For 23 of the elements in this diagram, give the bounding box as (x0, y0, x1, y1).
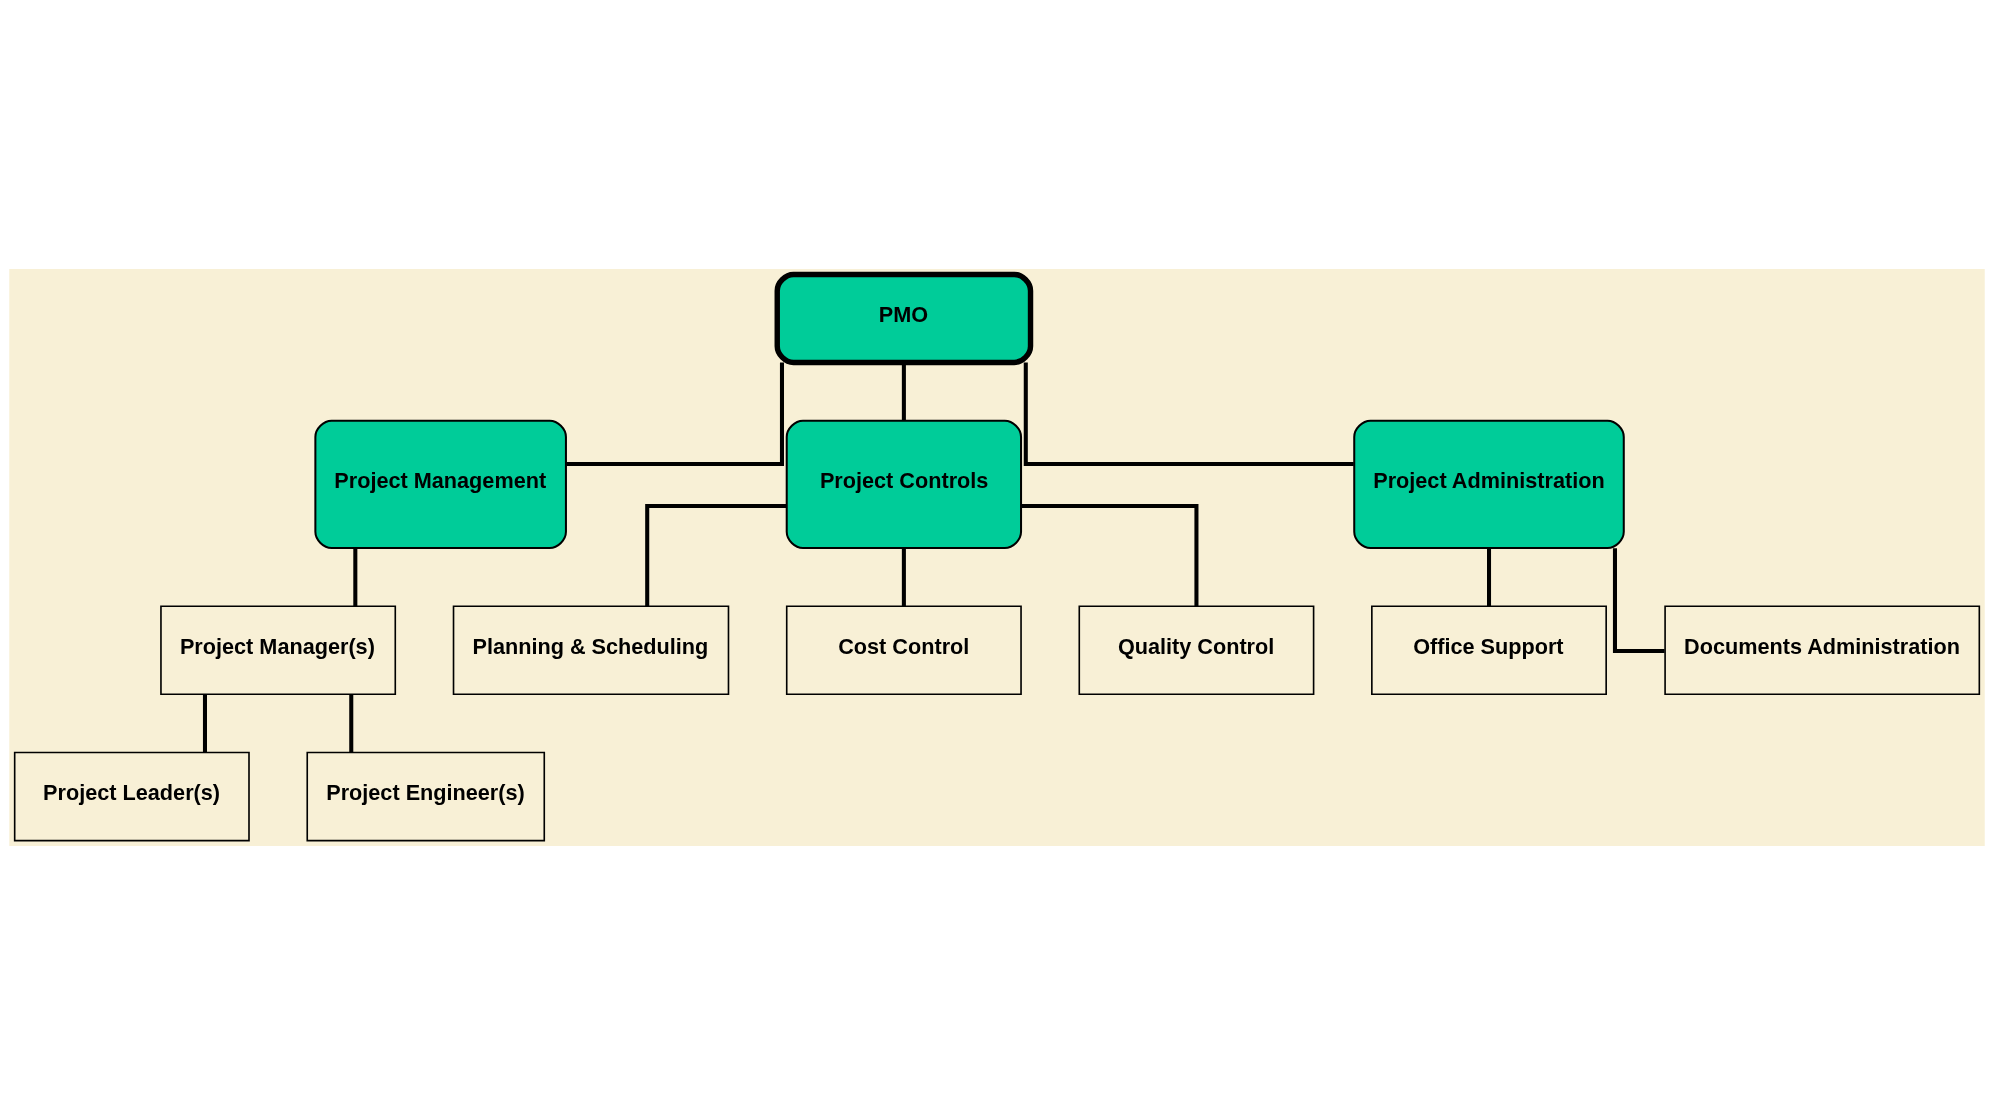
node-box: Project Controls (785, 419, 1022, 550)
connector (202, 694, 207, 753)
node-box: Project Manager(s) (159, 605, 396, 696)
connector (1486, 548, 1491, 607)
connector (901, 362, 906, 421)
connector (348, 694, 353, 753)
connector (1612, 548, 1665, 653)
node-box: Project Administration (1352, 419, 1625, 550)
node-box: Project Engineer(s) (305, 751, 545, 842)
node-box: Quality Control (1077, 605, 1314, 696)
node-box: Project Leader(s) (13, 751, 250, 842)
connector (901, 548, 906, 607)
connector (1023, 362, 1354, 467)
node-box: Cost Control (785, 605, 1022, 696)
connector (644, 504, 786, 607)
node-box: Planning & Scheduling (452, 605, 729, 696)
node-box: Project Management (313, 419, 567, 550)
connector (1020, 504, 1198, 607)
connector (565, 362, 784, 467)
node-box: PMO (774, 271, 1033, 366)
node-box: Office Support (1370, 605, 1607, 696)
node-box: Documents Administration (1663, 605, 1980, 696)
connector (352, 548, 357, 607)
